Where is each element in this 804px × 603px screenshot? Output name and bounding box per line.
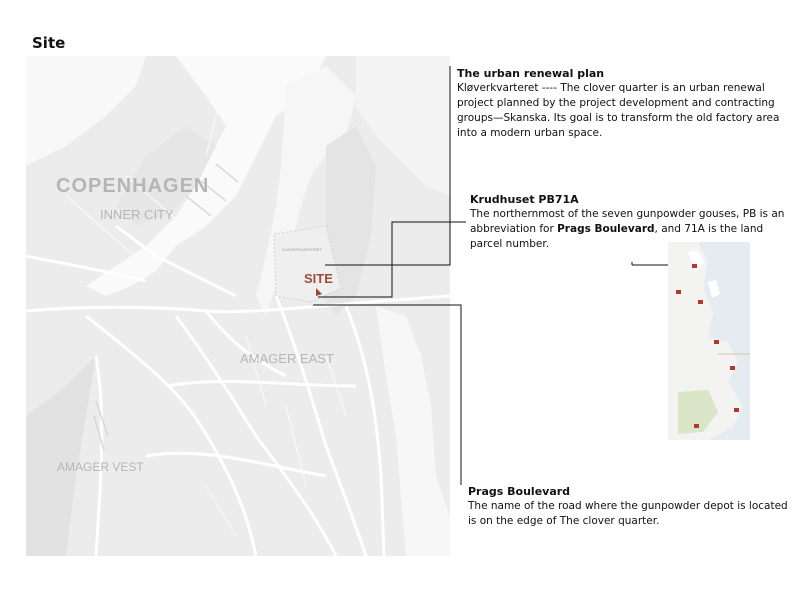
map-label-site[interactable]: SITE: [304, 271, 333, 286]
gunpowder-houses-inset-map[interactable]: [668, 242, 750, 440]
road-network: [26, 224, 450, 556]
map-label-amager-vest: AMAGER VEST: [57, 460, 144, 474]
amager-vest-area: [26, 356, 96, 556]
note-body: The northernmost of the seven gunpowder …: [470, 208, 785, 250]
map-label-copenhagen: COPENHAGEN: [56, 175, 210, 197]
inner-city-block: [116, 126, 216, 226]
note-body: The name of the road where the gunpowder…: [468, 500, 788, 527]
note-heading: Krudhuset PB71A: [470, 193, 579, 206]
note-urban-renewal: The urban renewal plan Kløverkvarteret -…: [457, 66, 787, 141]
note-body-bold: Prags Boulevard: [557, 223, 655, 235]
map-label-quarter: KLØVERKVARTERET: [282, 247, 322, 252]
inset-green-area: [678, 390, 718, 434]
note-body: Kløverkvarteret ---- The clover quarter …: [457, 82, 780, 139]
water-area-north: [26, 56, 146, 166]
inset-islets: [688, 250, 720, 298]
note-heading: Prags Boulevard: [468, 485, 571, 498]
note-heading: The urban renewal plan: [457, 67, 605, 80]
page-title: Site: [32, 34, 66, 52]
harbour-channel: [86, 56, 326, 296]
note-krudhuset: Krudhuset PB71A The northernmost of the …: [470, 192, 795, 252]
map-label-inner-city: INNER CITY: [100, 207, 174, 222]
inset-land: [668, 242, 743, 440]
inset-houses: [676, 264, 739, 428]
note-prags-boulevard: Prags Boulevard The name of the road whe…: [468, 484, 798, 529]
site-map[interactable]: [26, 56, 450, 556]
map-label-amager-east: AMAGER EAST: [240, 351, 334, 366]
piers: [93, 163, 239, 452]
